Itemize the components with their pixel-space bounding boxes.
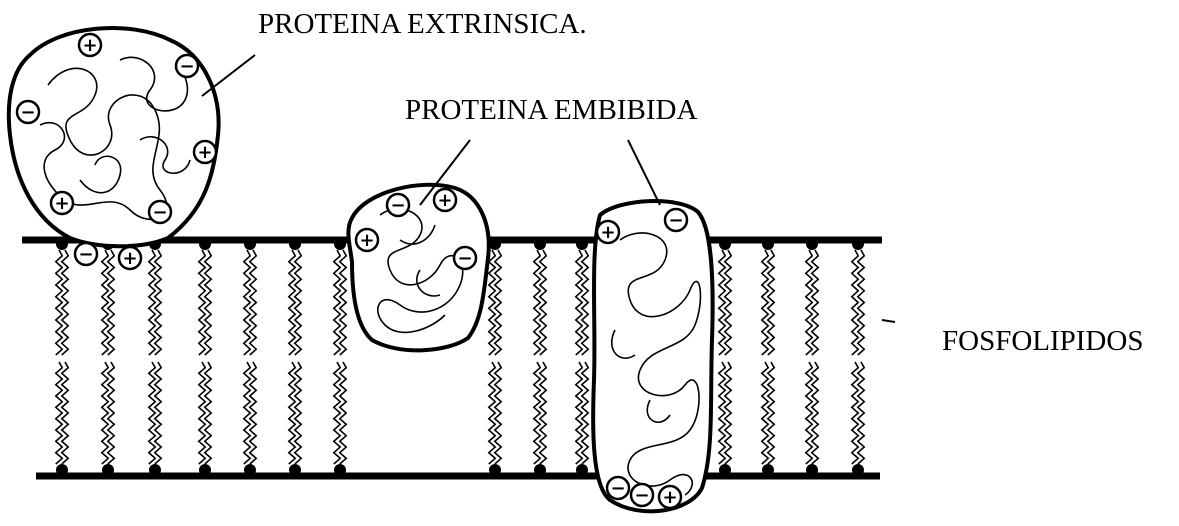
phospholipid [489,238,501,355]
embedded-protein-label: PROTEINA EMBIBIDA [405,96,697,125]
positive-charge: + [659,486,681,508]
phospholipid [56,362,68,476]
extrinsic-protein-label: PROTEINA EXTRINSICA. [258,10,587,39]
phospholipid-layer-bottom [56,362,864,476]
negative-charge: − [631,484,653,506]
negative-charge: − [149,201,171,223]
phospholipid [149,362,161,476]
positive-charge: + [194,141,216,163]
phospholipid [149,238,161,355]
phospholipid-label-pointer [882,320,895,322]
phospholipid [244,362,256,476]
phospholipid [334,238,346,355]
phospholipid [289,238,301,355]
positive-charge: + [119,247,141,269]
negative-charge: − [176,55,198,77]
phospholipid [334,362,346,476]
positive-charge: + [51,192,73,214]
svg-text:+: + [122,248,137,269]
phospholipid [534,238,546,355]
phospholipid [576,362,588,476]
integral-protein-outline [593,201,713,511]
svg-text:−: − [634,485,649,506]
positive-charge: + [356,229,378,251]
phospholipid [199,362,211,476]
phospholipid [719,238,731,355]
phospholipid [576,238,588,355]
negative-charge: − [387,194,409,216]
svg-text:−: − [610,478,625,499]
svg-text:+: + [54,193,69,214]
positive-charge: + [79,34,101,56]
phospholipid [102,362,114,476]
phospholipid [762,238,774,355]
phospholipid [289,362,301,476]
phospholipid [806,238,818,355]
negative-charge: − [17,101,39,123]
svg-text:+: + [600,222,615,243]
extrinsic-label-pointer [202,55,255,96]
svg-text:−: − [20,102,35,123]
svg-text:−: − [457,248,472,269]
svg-text:−: − [78,244,93,265]
svg-text:+: + [437,190,452,211]
phospholipid [199,238,211,355]
positive-charge: + [434,189,456,211]
negative-charge: − [665,209,687,231]
negative-charge: − [607,477,629,499]
phospholipid [244,238,256,355]
svg-text:−: − [390,195,405,216]
svg-text:−: − [179,56,194,77]
phospholipid [762,362,774,476]
svg-text:+: + [662,487,677,508]
svg-text:+: + [359,230,374,251]
svg-text:−: − [152,202,167,223]
negative-charge: − [75,243,97,265]
negative-charge: − [454,247,476,269]
phospholipid [102,238,114,355]
svg-text:+: + [197,142,212,163]
phospholipids-label: FOSFOLIPIDOS [942,327,1143,356]
phospholipid [489,362,501,476]
phospholipid [852,362,864,476]
phospholipid [719,362,731,476]
integral-label-pointer [628,140,660,205]
svg-text:+: + [82,35,97,56]
phospholipid [56,238,68,355]
positive-charge: + [597,221,619,243]
integral-protein [593,201,713,511]
phospholipid [534,362,546,476]
phospholipid [806,362,818,476]
svg-text:−: − [668,210,683,231]
phospholipid [852,238,864,355]
